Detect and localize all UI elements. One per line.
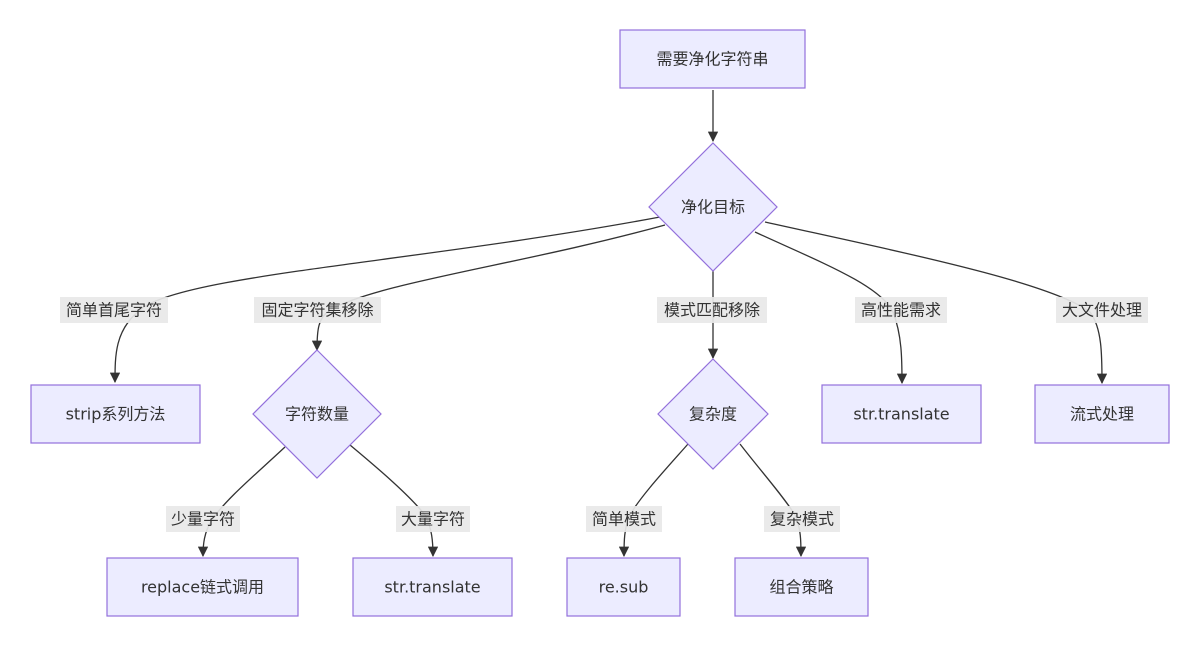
node-start-label: 需要净化字符串 xyxy=(656,50,768,69)
node-combo: 组合策略 xyxy=(734,557,869,617)
edge-label-big-file: 大文件处理 xyxy=(1056,297,1148,323)
node-translate-many-label: str.translate xyxy=(384,578,480,597)
edge-label-perf: 高性能需求 xyxy=(855,297,947,323)
node-translate-many: str.translate xyxy=(352,557,513,617)
decision-complexity: 复杂度 xyxy=(657,358,769,470)
edge-label-big-file-text: 大文件处理 xyxy=(1062,301,1142,320)
decision-goal-label: 净化目标 xyxy=(681,198,745,217)
edge-goal-to-strip xyxy=(109,216,661,384)
node-start: 需要净化字符串 xyxy=(619,29,806,89)
edge-label-complex-pattern-text: 复杂模式 xyxy=(770,510,834,529)
edge-label-pattern: 模式匹配移除 xyxy=(657,297,767,323)
edge-complexity-to-combo xyxy=(739,443,807,558)
edge-label-few: 少量字符 xyxy=(166,506,240,532)
decision-complexity-label: 复杂度 xyxy=(689,405,737,424)
node-stream-label: 流式处理 xyxy=(1070,405,1134,424)
edge-label-complex-pattern: 复杂模式 xyxy=(764,506,840,532)
decision-char-count-label: 字符数量 xyxy=(285,405,349,424)
edge-complexity-to-re-sub xyxy=(618,443,689,558)
edge-char-count-to-replace xyxy=(197,446,286,558)
edge-label-many-text: 大量字符 xyxy=(401,510,465,529)
edge-goal-to-char-count xyxy=(311,224,666,352)
node-strip-label: strip系列方法 xyxy=(66,405,166,424)
edge-label-many: 大量字符 xyxy=(396,506,470,532)
edge-label-simple-pattern-text: 简单模式 xyxy=(592,510,656,529)
node-stream: 流式处理 xyxy=(1034,384,1170,444)
node-re-sub-label: re.sub xyxy=(599,578,649,597)
edge-label-pattern-text: 模式匹配移除 xyxy=(664,301,760,320)
node-replace-chain: replace链式调用 xyxy=(106,557,299,617)
decision-goal: 净化目标 xyxy=(648,142,778,272)
edge-char-count-to-translate xyxy=(349,444,439,558)
edge-label-fixed-set-text: 固定字符集移除 xyxy=(261,301,373,320)
node-strip: strip系列方法 xyxy=(30,384,201,444)
edge-labels: 简单首尾字符 固定字符集移除 模式匹配移除 高性能需求 大文件处理 少量字符 大… xyxy=(60,297,1148,532)
node-translate-perf: str.translate xyxy=(821,384,982,444)
edge-label-few-text: 少量字符 xyxy=(171,510,235,529)
node-re-sub: re.sub xyxy=(566,557,681,617)
edge-label-simple-trim-text: 简单首尾字符 xyxy=(66,301,162,320)
edge-label-simple-pattern: 简单模式 xyxy=(586,506,662,532)
node-translate-perf-label: str.translate xyxy=(853,405,949,424)
edge-label-simple-trim: 简单首尾字符 xyxy=(60,297,168,323)
decision-char-count: 字符数量 xyxy=(252,349,382,479)
edge-label-fixed-set: 固定字符集移除 xyxy=(254,297,381,323)
edge-goal-to-stream xyxy=(764,221,1108,385)
node-combo-label: 组合策略 xyxy=(769,578,833,597)
node-replace-chain-label: replace链式调用 xyxy=(141,578,264,597)
edge-label-perf-text: 高性能需求 xyxy=(861,301,941,320)
